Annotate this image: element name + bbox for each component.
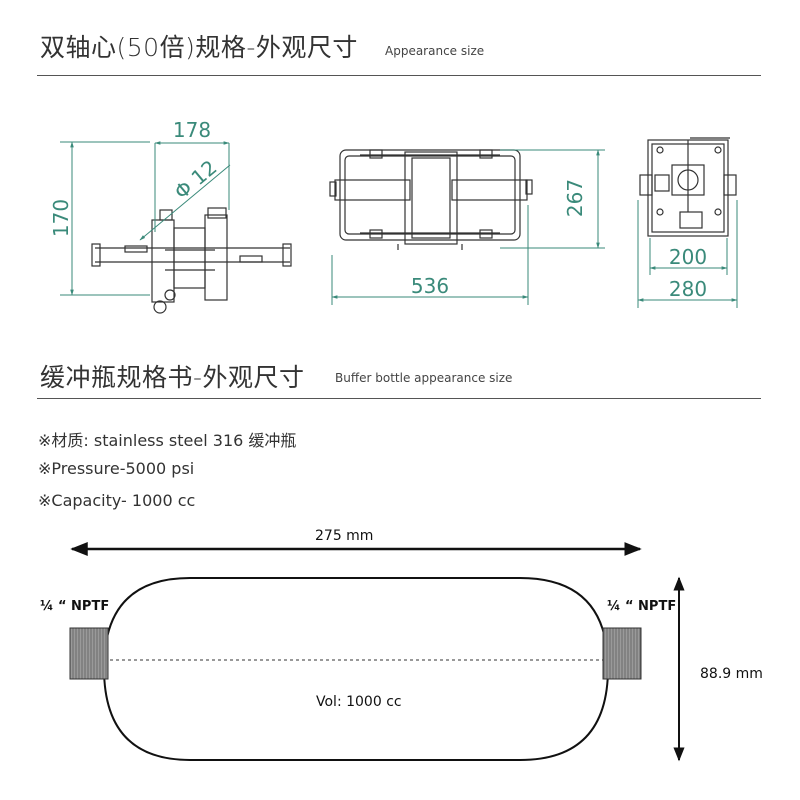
spec-material: ※材质: stainless steel 316 缓冲瓶	[38, 431, 297, 450]
dim-280: 280	[669, 277, 707, 301]
side-view-dimensions	[637, 200, 738, 308]
right-port-label: ¼ “ NPTF	[607, 599, 677, 614]
spec-capacity: ※Capacity- 1000 cc	[38, 491, 196, 510]
left-port-label: ¼ “ NPTF	[40, 599, 110, 614]
technical-drawing: 178 170 Φ 12	[49, 118, 738, 314]
dim-536: 536	[411, 274, 449, 298]
section1-divider	[37, 75, 761, 76]
dim-200: 200	[669, 245, 707, 269]
dim-267: 267	[563, 179, 587, 217]
section2-title: 缓冲瓶规格书-外观尺寸	[40, 363, 305, 392]
dim-170: 170	[49, 199, 73, 237]
left-port-thread	[69, 627, 109, 680]
section1-subtitle: Appearance size	[385, 44, 485, 58]
bottle-volume-label: Vol: 1000 cc	[316, 694, 402, 710]
section2-divider	[37, 398, 761, 399]
dim-178: 178	[173, 118, 211, 142]
bottle-drawing	[69, 542, 685, 762]
front-view-drawing	[329, 149, 533, 250]
bottle-body	[102, 577, 610, 761]
right-port-thread	[602, 627, 642, 680]
side-view-drawing	[639, 137, 737, 237]
bottle-diameter-label: 88.9 mm	[700, 666, 763, 682]
dim-diameter: Φ 12	[170, 155, 222, 204]
top-view-dimensions	[60, 141, 231, 296]
bottle-length-label: 275 mm	[315, 528, 374, 544]
front-view-dimensions	[331, 149, 605, 305]
top-view-drawing	[91, 207, 292, 314]
section2-subtitle: Buffer bottle appearance size	[335, 371, 513, 385]
section1-title: 双轴心(50倍)规格-外观尺寸	[40, 33, 358, 62]
spec-pressure: ※Pressure-5000 psi	[38, 459, 195, 478]
